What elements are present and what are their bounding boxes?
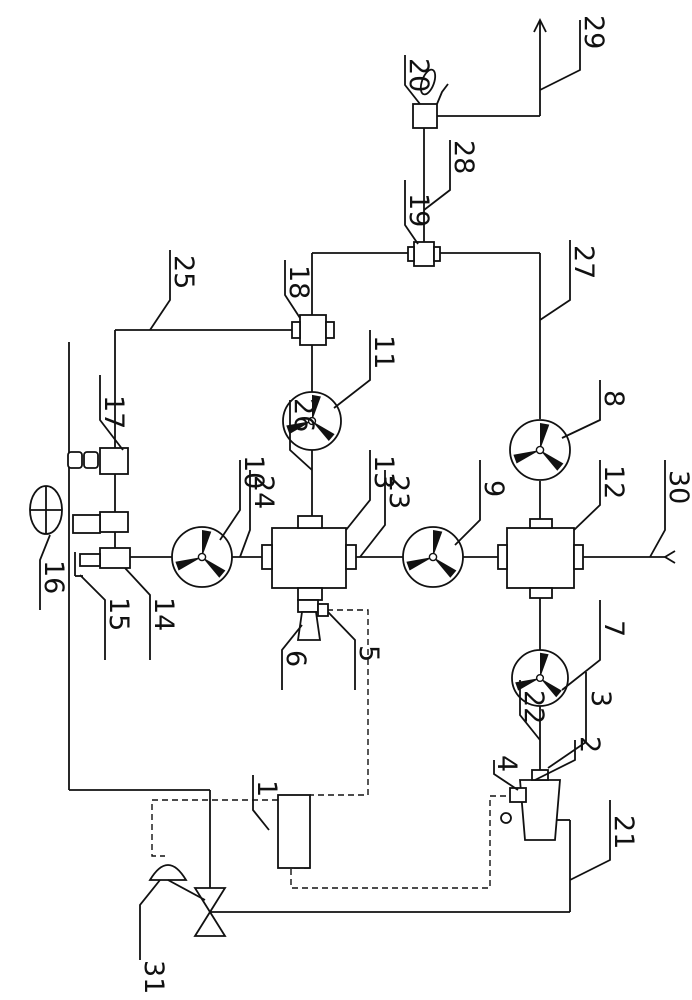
- fan-blade: [406, 557, 433, 571]
- tee-13: [271, 527, 347, 589]
- label-4: 4: [491, 755, 522, 772]
- label-2: 2: [574, 736, 605, 753]
- label-26: 26: [288, 398, 319, 432]
- fan-hub: [197, 552, 207, 562]
- valve-16: [99, 511, 129, 533]
- label-5: 5: [353, 645, 384, 662]
- fan-blade: [515, 678, 540, 691]
- label-31: 31: [138, 960, 169, 994]
- label-29: 29: [578, 15, 609, 49]
- fan-blade: [540, 450, 564, 471]
- valve-6: [297, 599, 319, 613]
- control-lines: [151, 609, 510, 889]
- sensor-4: [509, 787, 527, 803]
- fan-blade: [312, 394, 321, 421]
- fitting-3: [531, 769, 549, 781]
- label-22: 22: [518, 690, 549, 724]
- label-13: 13: [368, 455, 399, 489]
- label-8: 8: [598, 390, 629, 407]
- label-10: 10: [238, 455, 269, 489]
- tee-18: [299, 314, 327, 346]
- controller-1: [277, 794, 311, 869]
- tee-19: [413, 241, 435, 267]
- components: [29, 68, 584, 937]
- label-15: 15: [103, 597, 134, 631]
- label-1: 1: [251, 780, 282, 797]
- fan-blade: [202, 530, 212, 557]
- label-12: 12: [598, 465, 629, 499]
- label-16: 16: [38, 560, 69, 594]
- fan-blade: [433, 557, 457, 578]
- fan-blade: [433, 530, 443, 557]
- valve-17: [99, 447, 129, 475]
- fan-blade: [540, 652, 549, 678]
- fan-hub: [535, 673, 545, 683]
- fan-blade: [312, 421, 335, 441]
- label-9: 9: [478, 480, 509, 497]
- label-11: 11: [368, 335, 399, 369]
- leader-lines: [39, 20, 666, 960]
- labels: 1 2 3 4 5 6 7 8 9 10 11 12 13 14 15 16 1…: [38, 15, 692, 994]
- fan-blade: [513, 450, 540, 464]
- label-18: 18: [283, 265, 314, 299]
- label-27: 27: [568, 245, 599, 279]
- label-24: 24: [248, 475, 279, 509]
- label-21: 21: [608, 815, 639, 849]
- label-7: 7: [598, 620, 629, 637]
- valve-20: [412, 103, 438, 129]
- fan-blade: [202, 557, 226, 578]
- label-30: 30: [663, 470, 692, 504]
- label-28: 28: [448, 140, 479, 174]
- label-3: 3: [585, 690, 616, 707]
- fan-blade: [540, 678, 562, 698]
- label-14: 14: [148, 597, 179, 631]
- fan-blade: [286, 421, 312, 435]
- label-17: 17: [98, 395, 129, 429]
- label-20: 20: [403, 58, 434, 92]
- fan-blade: [175, 557, 202, 571]
- label-19: 19: [403, 193, 434, 227]
- fan-hub: [428, 552, 438, 562]
- fan-blade: [540, 423, 550, 450]
- label-23: 23: [383, 475, 414, 509]
- fan-hub: [535, 445, 545, 455]
- label-25: 25: [168, 255, 199, 289]
- tee-12: [506, 527, 575, 589]
- sensor-5: [317, 603, 329, 617]
- fan-blades: [175, 394, 564, 698]
- valve-14: [99, 547, 131, 569]
- valve-31: [193, 887, 227, 914]
- fan-hub: [307, 416, 317, 426]
- label-6: 6: [280, 650, 311, 667]
